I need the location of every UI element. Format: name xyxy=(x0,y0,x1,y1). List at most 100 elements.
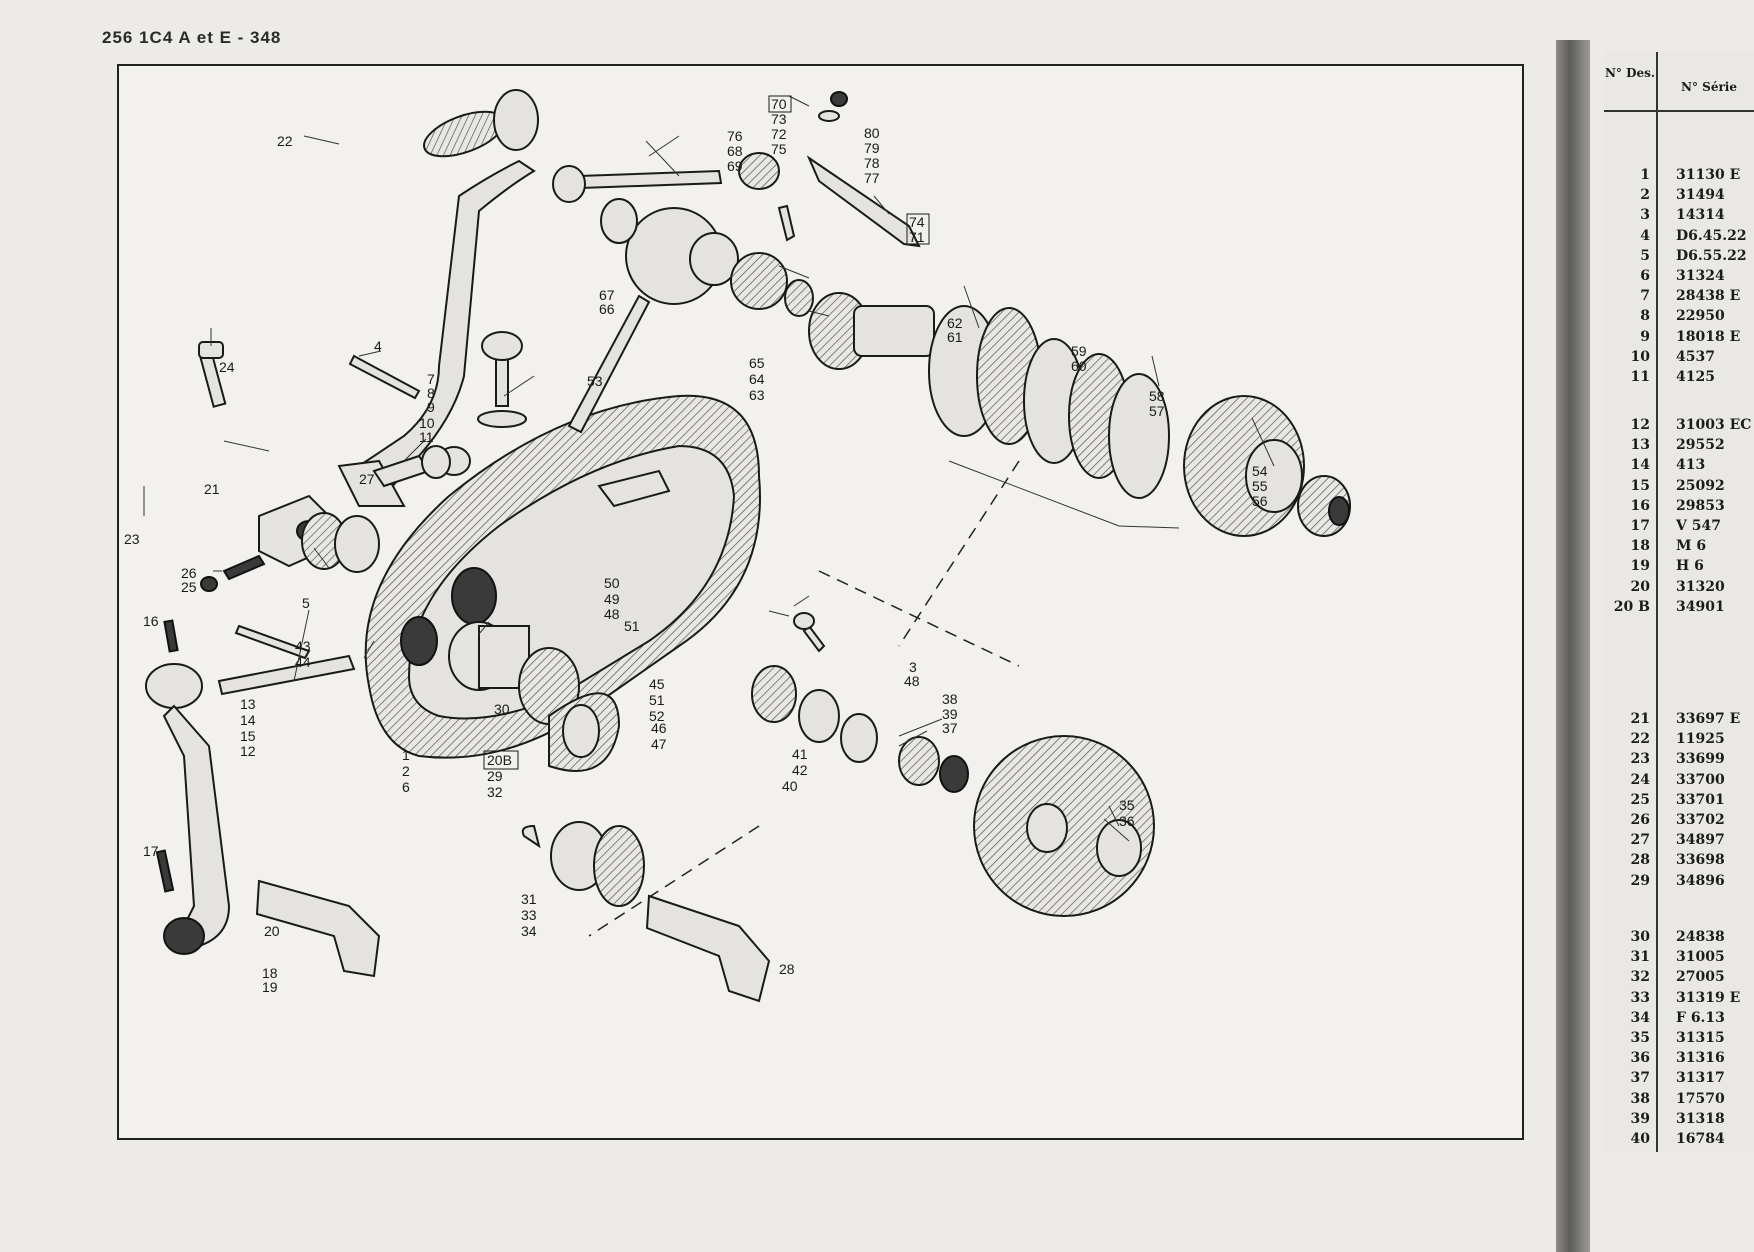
table-row: 14 413 xyxy=(1604,455,1754,475)
column-separator xyxy=(1656,52,1658,1152)
serial-number: 22950 xyxy=(1676,308,1725,325)
assembly-line-shaft xyxy=(948,460,1180,529)
callout-16: 16 xyxy=(143,613,159,629)
designation-number: 23 xyxy=(1630,751,1650,768)
clutch-pack xyxy=(808,292,1351,537)
callout-8: 8 xyxy=(427,385,435,401)
callout-57: 57 xyxy=(1149,403,1165,419)
callout-3: 3 xyxy=(909,659,917,675)
callout-77: 77 xyxy=(864,170,880,186)
callout-34: 34 xyxy=(521,923,537,939)
designation-number: 10 xyxy=(1630,348,1650,365)
designation-number: 38 xyxy=(1630,1090,1650,1107)
column-header-serie: N° Série xyxy=(1681,80,1737,94)
designation-number: 5 xyxy=(1640,247,1650,264)
serial-number: 33702 xyxy=(1676,812,1725,828)
gear-cluster-and-sprocket xyxy=(751,612,1155,917)
serial-number: 28438 E xyxy=(1676,288,1741,305)
shaft-assembly xyxy=(217,624,356,696)
callout-68: 68 xyxy=(727,143,743,159)
designation-number: 36 xyxy=(1630,1050,1650,1067)
callout-67: 67 xyxy=(599,287,615,303)
designation-number: 30 xyxy=(1630,929,1650,945)
callout-25: 25 xyxy=(181,579,197,595)
callout-box-20b xyxy=(483,750,519,770)
callout-51-top: 51 xyxy=(624,618,640,634)
serial-number: D6.45.22 xyxy=(1676,227,1747,244)
callout-14: 14 xyxy=(240,712,256,728)
callout-12: 12 xyxy=(240,743,256,759)
designation-number: 16 xyxy=(1630,497,1650,514)
designation-number: 17 xyxy=(1630,518,1650,534)
callout-53: 53 xyxy=(587,373,603,389)
serial-number: 31003 EC xyxy=(1676,417,1752,433)
callout-58: 58 xyxy=(1149,388,1165,404)
designation-number: 22 xyxy=(1630,731,1650,748)
callout-22: 22 xyxy=(277,133,293,149)
designation-number: 14 xyxy=(1630,457,1650,474)
callout-48-right: 48 xyxy=(904,673,920,689)
callout-52: 52 xyxy=(649,708,665,724)
table-row: 23 33699 xyxy=(1604,749,1754,769)
serial-number: 33699 xyxy=(1676,751,1725,768)
exploded-view-diagram: 1 2 3 4 5 6 7 8 9 10 11 12 13 14 15 16 1… xyxy=(117,64,1524,1140)
serial-number: 31130 E xyxy=(1676,167,1741,183)
designation-number: 6 xyxy=(1640,268,1650,284)
callout-65: 65 xyxy=(749,355,765,371)
callout-41: 41 xyxy=(792,746,808,762)
callout-11: 11 xyxy=(419,429,434,445)
callout-28: 28 xyxy=(779,961,795,977)
table-row: 10 4537 xyxy=(1604,347,1754,367)
column-header-designation: N° Des. xyxy=(1604,66,1656,80)
page-header: 256 1C4 A et E - 348 xyxy=(102,28,282,47)
serial-number: 34896 xyxy=(1676,872,1725,889)
callout-63: 63 xyxy=(749,387,765,403)
callout-1: 1 xyxy=(402,747,410,763)
callout-51: 51 xyxy=(649,692,665,708)
designation-number: 26 xyxy=(1630,812,1650,828)
callout-38: 38 xyxy=(942,691,958,707)
designation-number: 33 xyxy=(1630,989,1650,1006)
designation-number: 24 xyxy=(1630,771,1650,788)
callout-20: 20 xyxy=(264,923,280,939)
callout-62: 62 xyxy=(947,315,963,331)
kickstart-shafts xyxy=(255,821,771,1003)
callout-17: 17 xyxy=(143,843,159,859)
serial-number: 31317 xyxy=(1676,1070,1725,1087)
serial-number: 24838 xyxy=(1676,929,1725,945)
callout-6: 6 xyxy=(402,779,410,795)
serial-number: 34901 xyxy=(1676,598,1725,615)
designation-number: 8 xyxy=(1640,308,1650,325)
serial-number: H 6 xyxy=(1676,558,1704,575)
callout-78: 78 xyxy=(864,155,880,171)
callout-31: 31 xyxy=(521,891,537,907)
callout-21: 21 xyxy=(204,481,220,497)
serial-number: 413 xyxy=(1676,457,1706,474)
serial-number: 31319 E xyxy=(1676,989,1741,1006)
callout-4: 4 xyxy=(374,338,382,354)
designation-number: 1 xyxy=(1640,167,1650,183)
designation-number: 20 B xyxy=(1613,598,1650,615)
callout-24: 24 xyxy=(219,359,235,375)
gear-lever xyxy=(145,619,231,955)
serial-number: 4537 xyxy=(1676,348,1715,365)
clutch-release-mechanism xyxy=(552,91,921,434)
table-row: 30 24838 xyxy=(1604,927,1754,947)
